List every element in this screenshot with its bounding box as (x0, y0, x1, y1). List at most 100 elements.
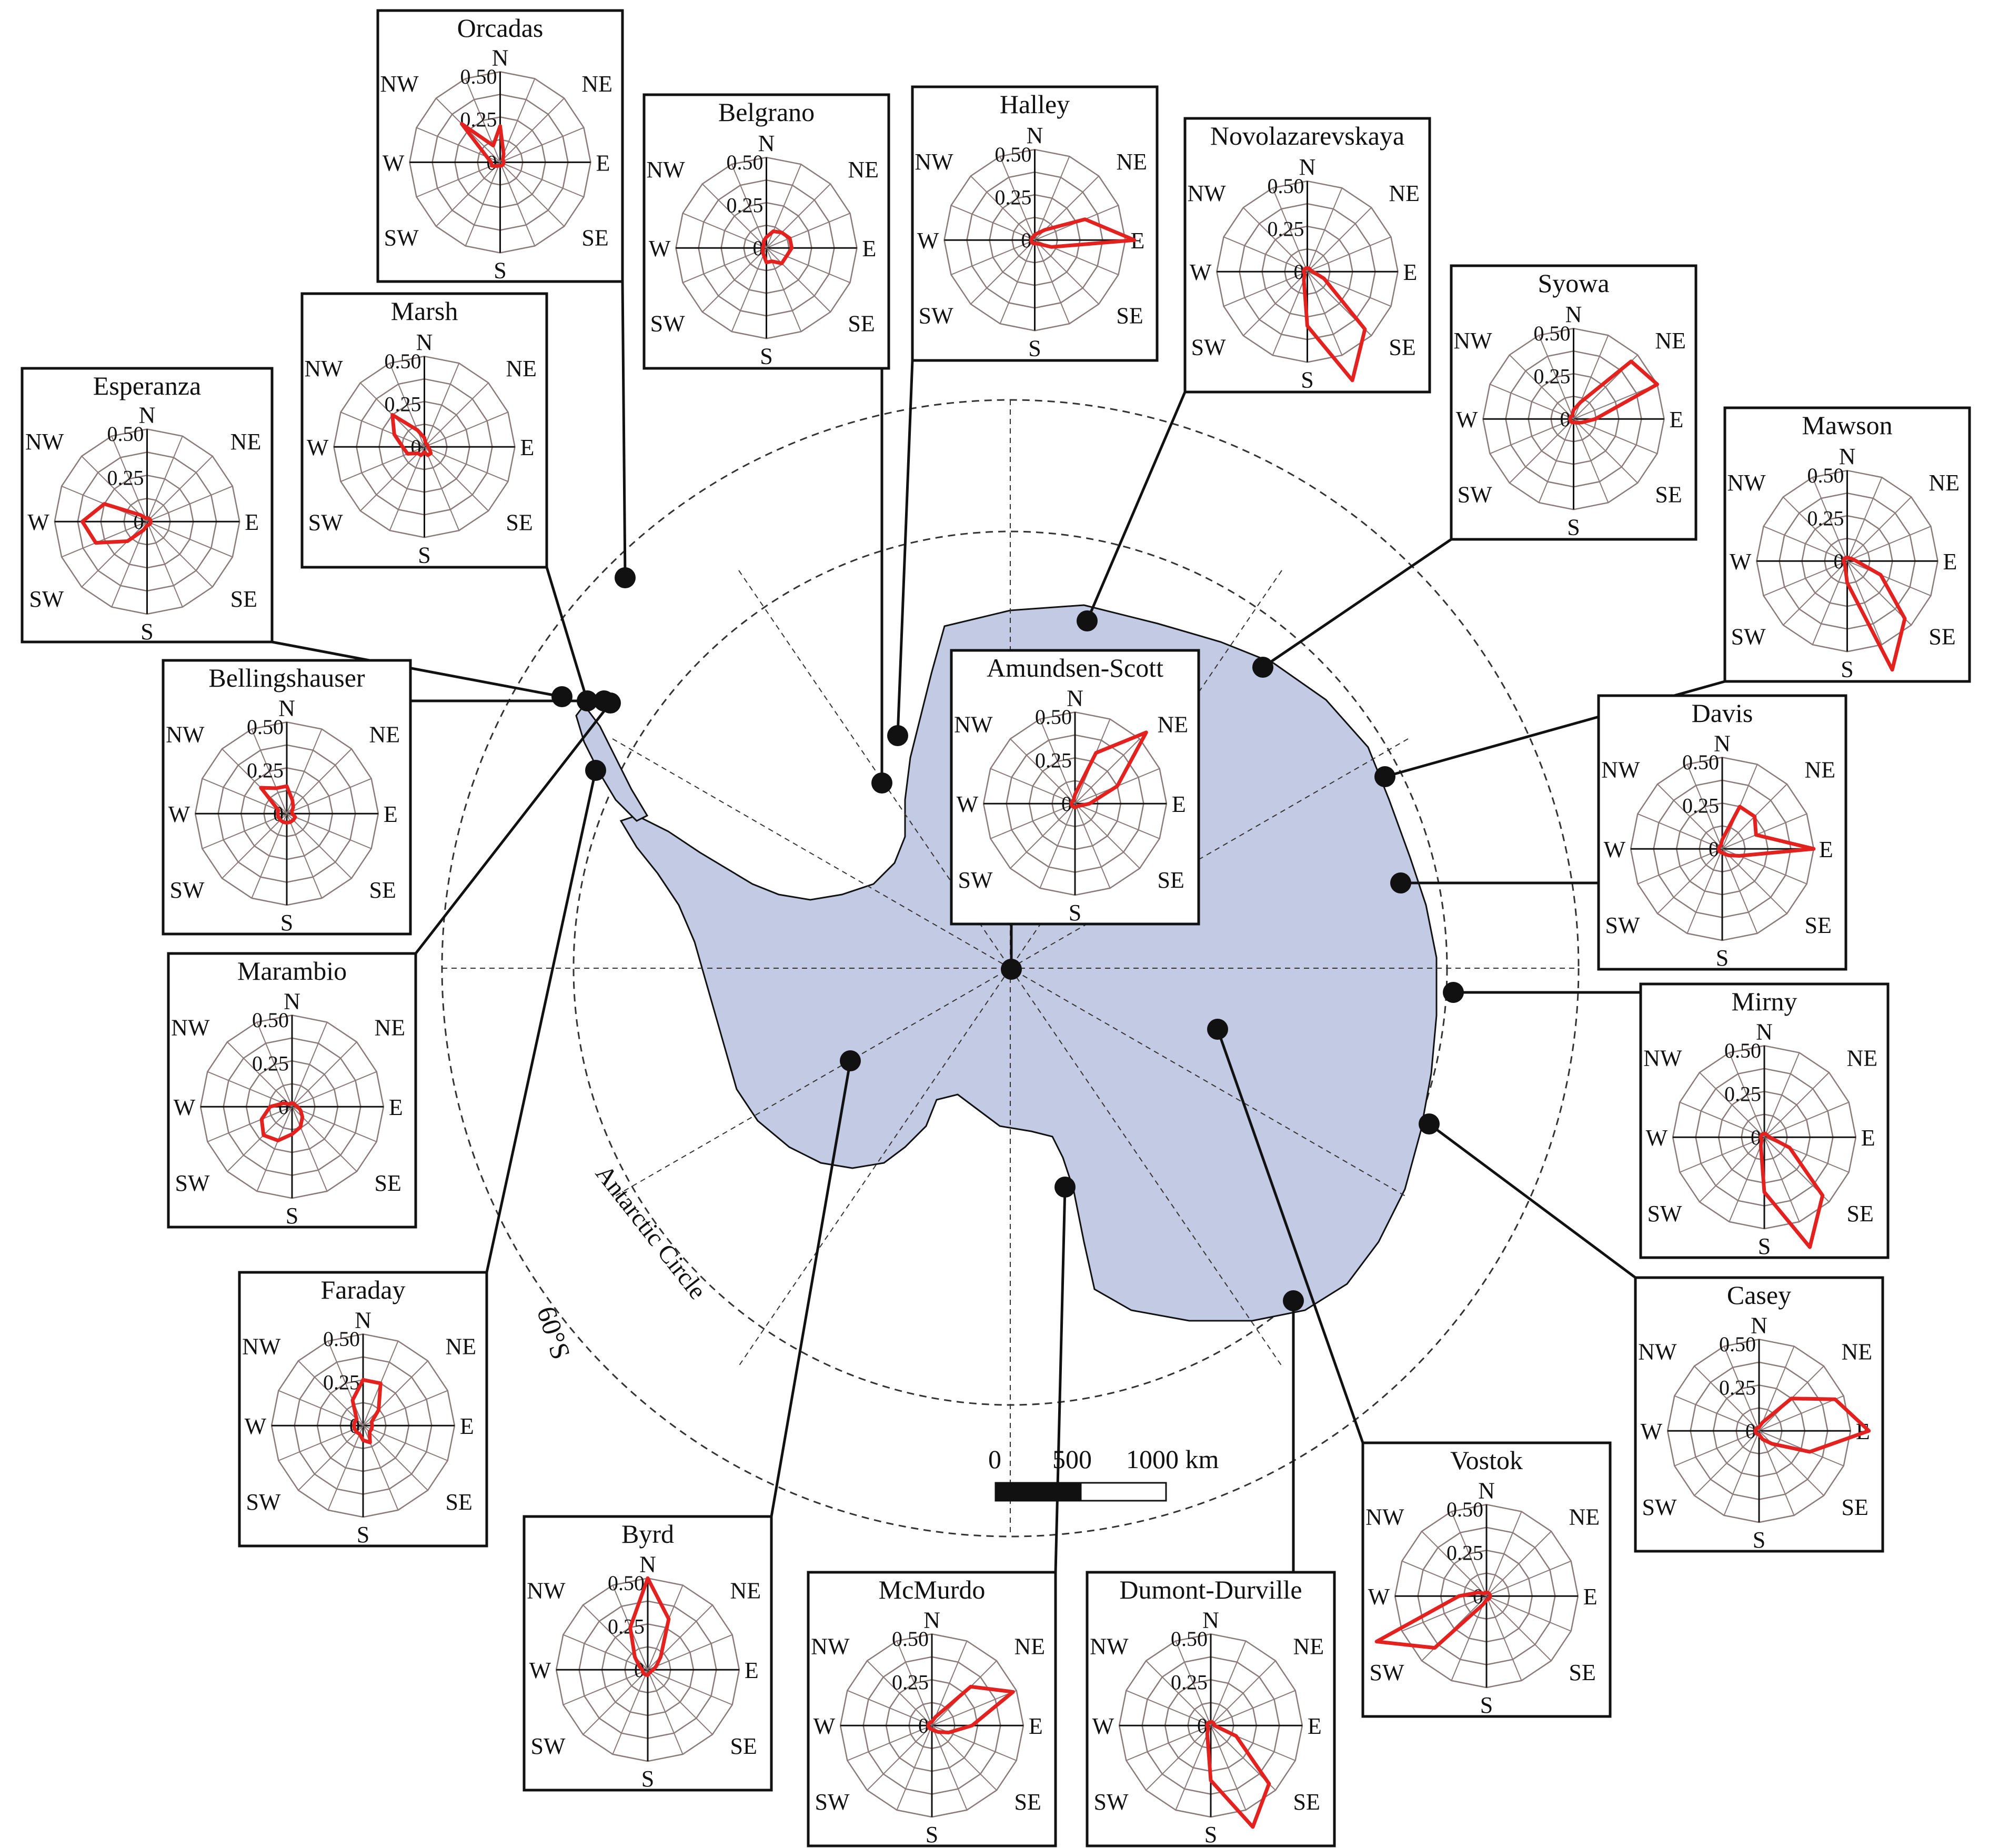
direction-label-ne: NE (1158, 712, 1189, 738)
station-name: Syowa (1538, 268, 1609, 298)
rose-spoke (867, 1725, 932, 1791)
rose-spoke (227, 1041, 293, 1107)
station-name: Belgrano (718, 97, 815, 127)
rose-spoke (682, 213, 767, 249)
station-marker-mawson[interactable] (1374, 766, 1395, 787)
station-marker-syowa[interactable] (1252, 657, 1273, 678)
direction-label-e: E (384, 801, 398, 827)
direction-label-ne: NE (446, 1334, 477, 1360)
rose-spoke (360, 446, 425, 511)
rose-spoke (251, 813, 287, 899)
rose-spoke (256, 1106, 293, 1192)
direction-label-sw: SW (384, 225, 419, 251)
rose-spoke (1846, 477, 1883, 561)
direction-label-w: W (649, 236, 671, 262)
station-marker-mirny[interactable] (1443, 982, 1464, 1003)
direction-label-nw: NW (811, 1634, 850, 1660)
wind-frequency-polygon (628, 1576, 671, 1678)
rose-spoke (951, 205, 1035, 241)
rose-spoke (424, 411, 508, 448)
station-marker-esperanza[interactable] (551, 686, 572, 707)
rose-spoke (1759, 1395, 1844, 1432)
leader-line-vostok (1216, 1029, 1364, 1443)
rose-spoke (931, 1725, 997, 1791)
rose-spoke (436, 162, 501, 227)
rose-spoke (1679, 1137, 1765, 1173)
rose-spoke (1074, 803, 1160, 839)
station-marker-marambio[interactable] (600, 692, 621, 714)
direction-label-s: S (1567, 514, 1580, 540)
direction-label-s: S (286, 1203, 298, 1229)
rose-spoke (1486, 1560, 1572, 1597)
rose-spoke (202, 778, 287, 815)
station-marker-davis[interactable] (1390, 872, 1411, 893)
direction-label-s: S (280, 910, 293, 936)
rose-spoke (207, 1071, 293, 1108)
direction-label-s: S (1480, 1692, 1493, 1718)
rose-spoke (1175, 1725, 1211, 1811)
ring-label: 0 (918, 1714, 929, 1737)
rose-spoke (389, 446, 425, 531)
station-marker-belgrano[interactable] (871, 772, 892, 794)
direction-label-nw: NW (25, 429, 64, 455)
direction-label-n: N (1714, 730, 1731, 756)
station-name: Davis (1692, 698, 1753, 728)
rose-spoke (340, 411, 425, 448)
station-name: Casey (1727, 1280, 1791, 1310)
station-marker-dumont-durville[interactable] (1283, 1290, 1304, 1311)
rose-spoke (1764, 1072, 1830, 1138)
direction-label-s: S (357, 1522, 369, 1548)
rose-spoke (1272, 187, 1308, 272)
direction-label-s: S (494, 257, 506, 283)
station-marker-mcmurdo[interactable] (1054, 1177, 1076, 1198)
station-marker-faraday[interactable] (585, 760, 606, 781)
direction-label-n: N (758, 130, 775, 156)
station-name: Dumont-Durville (1119, 1575, 1302, 1604)
rose-spoke (1421, 1531, 1487, 1596)
direction-label-se: SE (1655, 481, 1682, 507)
direction-label-ne: NE (1293, 1634, 1324, 1660)
ring-label: 0 (753, 236, 764, 260)
rose-spoke (146, 521, 213, 588)
direction-label-sw: SW (815, 1789, 849, 1815)
direction-label-sw: SW (1731, 624, 1766, 649)
direction-label-se: SE (1805, 912, 1832, 938)
direction-label-w: W (917, 228, 939, 254)
rose-ring (333, 355, 516, 538)
direction-label-n: N (1839, 444, 1856, 469)
wind-frequency-polygon (1759, 1131, 1825, 1249)
antarctica-landmass (619, 604, 1438, 1322)
station-marker-novolazarevskaya[interactable] (1077, 610, 1098, 631)
rose-spoke (1573, 418, 1609, 503)
station-marker-orcadas[interactable] (615, 567, 636, 588)
station-marker-casey[interactable] (1419, 1113, 1440, 1134)
direction-label-se: SE (730, 1733, 757, 1759)
rose-spoke (999, 239, 1036, 324)
ring-label: 0.25 (1035, 749, 1072, 772)
rose-spoke (1307, 236, 1391, 273)
station-marker-marsh[interactable] (577, 690, 598, 711)
rose-spoke (222, 748, 287, 814)
rose-spoke (766, 213, 850, 249)
rose-spoke (298, 1425, 364, 1491)
ring-label: 0.25 (1268, 217, 1304, 240)
station-name: Esperanza (93, 371, 201, 400)
direction-label-nw: NW (171, 1015, 210, 1041)
station-marker-amundsen-scott[interactable] (1001, 959, 1022, 980)
ring-label: 0.50 (995, 143, 1032, 166)
rose-spoke (612, 1669, 648, 1755)
rose-spoke (1307, 271, 1343, 356)
wind-frequency-polygon (390, 413, 433, 457)
direction-label-w: W (307, 435, 329, 460)
ring-label: 0.50 (608, 1571, 645, 1595)
direction-label-w: W (813, 1713, 836, 1739)
direction-label-e: E (1819, 837, 1833, 862)
direction-label-e: E (1029, 1713, 1043, 1739)
rose-spoke (1812, 560, 1848, 645)
station-marker-vostok[interactable] (1207, 1019, 1228, 1040)
station-marker-byrd[interactable] (840, 1050, 861, 1071)
rose-spoke (999, 156, 1036, 240)
station-marker-halley[interactable] (887, 725, 908, 746)
rose-spoke (582, 1669, 648, 1735)
